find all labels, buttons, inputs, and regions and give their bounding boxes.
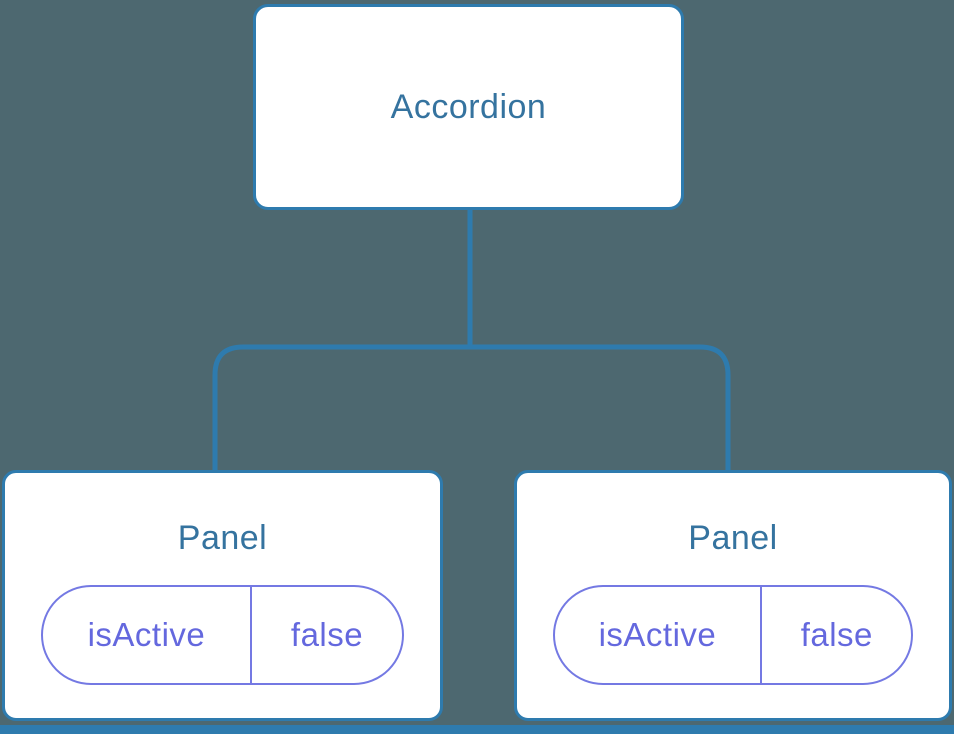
state-key: isActive [43, 587, 252, 683]
state-pill: isActive false [552, 585, 914, 685]
branch-connector [212, 344, 731, 470]
node-panel-2-label: Panel [688, 519, 778, 557]
state-value: false [290, 616, 364, 653]
node-accordion: Accordion [253, 4, 684, 210]
state-pill: isActive false [40, 585, 405, 685]
bottom-edge-line [0, 725, 954, 734]
state-key: isActive [555, 587, 763, 683]
node-accordion-label: Accordion [390, 87, 547, 126]
node-panel-1: Panel isActive false [2, 470, 443, 721]
node-panel-1-label: Panel [177, 519, 268, 557]
node-panel-2: Panel isActive false [514, 470, 952, 721]
state-value: false [800, 616, 873, 653]
